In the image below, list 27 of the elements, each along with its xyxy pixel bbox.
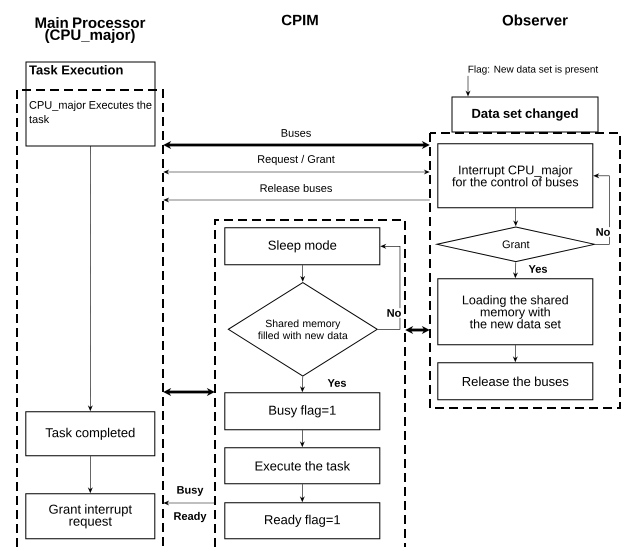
process-box: Interrupt CPU_major for the control of buses [437,143,594,208]
process-box: Sleep mode [224,227,380,266]
dashed-region [16,89,164,547]
column-heading: Main Processor (CPU_major) [36,17,146,43]
column-heading: Observer [502,14,568,26]
edge-label: No [594,227,612,237]
edge-label: No [386,308,402,318]
process-box: Ready flag=1 [224,502,380,540]
process-box: Loading the shared memory with the new data set [437,278,594,346]
edge-label: Yes [326,378,348,388]
dashed-region [214,219,406,547]
edge-label: Busy [176,485,204,497]
process-box: Task completed [25,411,156,456]
process-box: Grant interrupt request [25,493,156,540]
flag-text: Flag: New data set is present [468,65,598,75]
edge-label: Release buses [258,182,334,194]
edge-label: Yes [528,264,548,274]
process-box: Data set changed [452,96,598,132]
column-heading: CPIM [282,14,318,26]
process-box: Release the buses [437,362,594,400]
dashed-region [429,132,621,409]
process-box: Execute the task [224,447,380,484]
edge-label: Request / Grant [256,154,336,166]
process-box: Busy flag=1 [224,392,380,430]
edge-label: Buses [280,128,312,138]
process-box: Task Execution CPU_major Executes the task [26,62,156,146]
signal-label: Ready [174,512,206,522]
